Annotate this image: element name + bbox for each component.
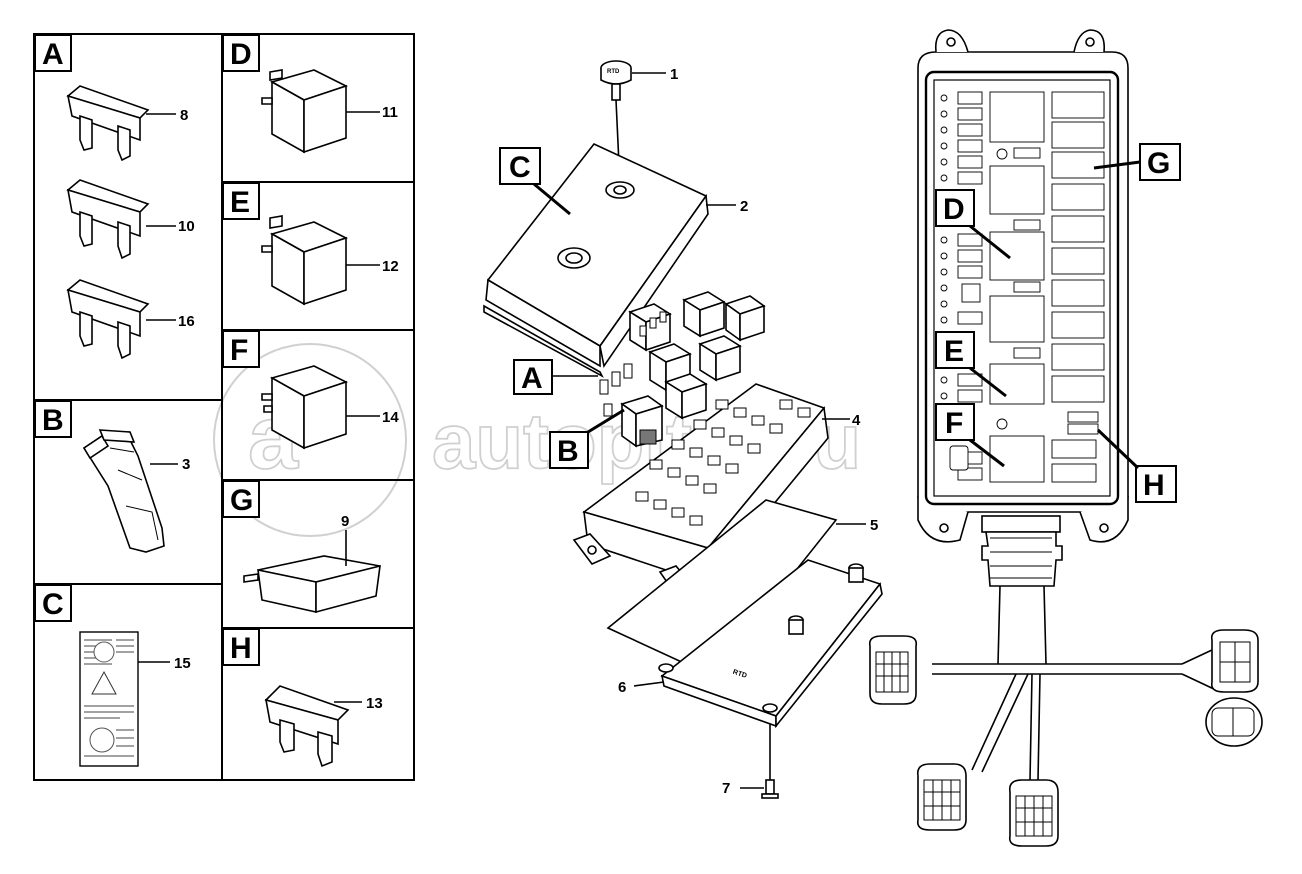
gasket-icon bbox=[606, 499, 838, 677]
panel-f-letter: F bbox=[230, 334, 248, 367]
fuse-puller-icon bbox=[82, 429, 165, 553]
panel-e: E 12 bbox=[222, 182, 399, 306]
callout-7: 7 bbox=[722, 780, 730, 797]
layout-view: G D E F H bbox=[868, 29, 1263, 847]
panel-b-letter: B bbox=[42, 404, 64, 437]
base-label: RTD bbox=[732, 669, 748, 680]
area-label-b: B bbox=[557, 435, 579, 468]
callout-15: 15 bbox=[174, 655, 191, 672]
callout-1: 1 bbox=[670, 66, 678, 83]
blade-fuse-icon bbox=[66, 85, 150, 162]
panel-g-letter: G bbox=[230, 484, 253, 517]
fuse-label-sticker-icon bbox=[79, 631, 139, 767]
wiring-harness-icon bbox=[868, 515, 1263, 847]
callout-13: 13 bbox=[366, 695, 383, 712]
panel-f: F 14 bbox=[222, 330, 399, 450]
base-screw-icon bbox=[761, 724, 779, 799]
panel-grid bbox=[33, 33, 415, 781]
relay-cluster-icon bbox=[599, 291, 766, 448]
callout-6: 6 bbox=[618, 679, 626, 696]
callout-11: 11 bbox=[382, 104, 398, 121]
exploded-view: RTD 1 2 C bbox=[483, 60, 883, 799]
callout-9: 9 bbox=[341, 513, 349, 530]
panel-a: A 8 10 16 bbox=[34, 34, 195, 360]
layout-label-e: E bbox=[944, 335, 964, 368]
callout-8: 8 bbox=[180, 107, 188, 124]
panel-c-letter: C bbox=[42, 588, 64, 621]
blade-fuse-icon bbox=[66, 179, 150, 260]
blade-fuse-icon bbox=[66, 279, 150, 360]
panel-e-letter: E bbox=[230, 186, 250, 219]
relay-flat-icon bbox=[243, 555, 381, 614]
panel-c: C 15 bbox=[34, 584, 191, 767]
callout-3: 3 bbox=[182, 456, 190, 473]
panel-b: B 3 bbox=[34, 400, 190, 553]
callout-4: 4 bbox=[852, 412, 861, 429]
maxi-fuse-icon bbox=[264, 685, 350, 768]
screw-label: RTD bbox=[607, 69, 620, 75]
callout-5: 5 bbox=[870, 517, 878, 534]
layout-label-h: H bbox=[1143, 469, 1165, 502]
callout-16: 16 bbox=[178, 313, 195, 330]
relay-slot-grid bbox=[940, 91, 1105, 483]
relay-icon bbox=[261, 365, 349, 450]
area-label-c: C bbox=[509, 151, 531, 184]
callout-14: 14 bbox=[382, 409, 399, 426]
panel-d-letter: D bbox=[230, 38, 252, 71]
panel-h: H 13 bbox=[222, 628, 383, 768]
panel-g: G 9 bbox=[222, 480, 381, 614]
callout-10: 10 bbox=[178, 218, 195, 235]
panel-d: D 11 bbox=[222, 34, 398, 154]
layout-label-d: D bbox=[943, 193, 965, 226]
cover-icon bbox=[483, 143, 709, 378]
panel-a-letter: A bbox=[42, 38, 64, 71]
relay-icon bbox=[261, 215, 349, 306]
layout-label-f: F bbox=[945, 407, 963, 440]
layout-label-g: G bbox=[1147, 147, 1170, 180]
callout-12: 12 bbox=[382, 258, 399, 275]
callout-2: 2 bbox=[740, 198, 748, 215]
panel-h-letter: H bbox=[230, 632, 252, 665]
area-label-a: A bbox=[521, 362, 543, 395]
relay-icon bbox=[261, 69, 349, 154]
